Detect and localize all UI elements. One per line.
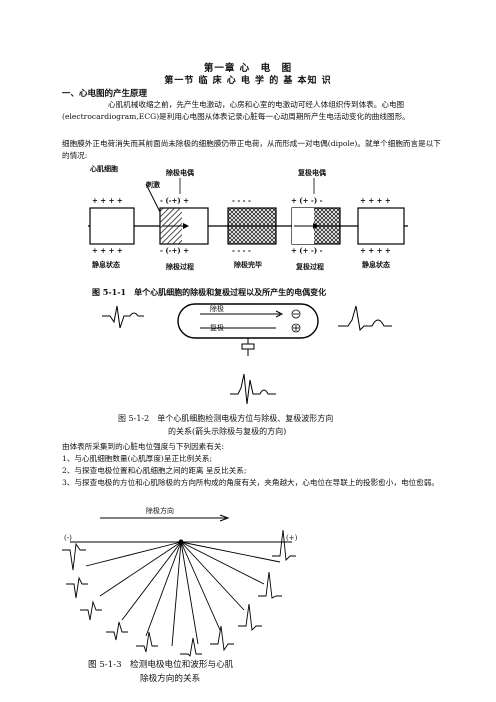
cell-rest [89,207,135,245]
chapter-title: 第一章 心 电 图 [203,63,293,74]
fig3-direction-label: 除极方向 [146,507,174,515]
figure-2-caption-2: 的关系(箭头示除极与复极的方向) [168,427,287,436]
paragraph-3: 由体表所采集到的心脏电位强度与下列因素有关: [62,442,225,451]
paragraph-1: 心肌机械收缩之前，先产生电激动，心房和心室的电激动可经人体组织传到体表。心电图(… [62,100,410,122]
figure-3-caption-2: 除极方向的关系 [140,674,201,684]
fig3-neg-label: (-) [64,534,72,542]
fig1-label-depol-dipole: 除极电偶 [166,168,194,177]
list-item-2: 2、与探查电极位置和心肌细胞之间的距离 呈反比关系; [62,466,247,475]
waveform-left [102,305,144,329]
fig1-label-repol-dipole: 复极电偶 [298,168,326,177]
fig3-pos-label: (+) [286,534,298,542]
waveform-right [338,305,392,332]
fig1-charges-top-4: + (+ -) - [291,196,323,205]
fig1-charges-bottom-4: + (+ -) - [291,246,323,255]
waveform-set [62,529,296,657]
list-item-1: 1、与心肌细胞数量(心肌厚度)呈正比例关系; [62,454,213,463]
figure-5-1-1: 心肌细胞 刺激 除极电偶 复极电偶 + + + + - (-+) + - - -… [88,164,408,294]
figure-5-1-3: 除极方向 (-) (+) [60,504,310,664]
fig1-state-depolarizing: 除极过程 [166,262,194,271]
subsection-title: 一、心电图的产生原理 [62,89,148,99]
fig2-label-depol: 除极 [210,305,224,313]
bottom-electrode [241,343,255,350]
fig1-label-stimulus: 刺激 [146,180,160,189]
paragraph-2: 细胞膜外正电荷消失而其前面尚未除极的细胞膜仍带正电荷，从而形成一对电偶(dipo… [62,139,441,161]
list-item-3: 3、与探查电极的方位和心肌除极的方向所构成的角度有关，夹角越大，心电位在导联上的… [62,478,439,487]
fig2-label-repol: 复极 [210,324,224,332]
fig1-charges-bottom-2: - (-+) + [160,246,190,255]
cell-depolarized [227,207,277,245]
fig1-charges-bottom-5: + + + + [360,246,391,255]
fig1-charges-bottom-1: + + + + [92,246,123,255]
radiating-lines [85,541,281,647]
section-title: 第一节 临 床 心 电 学 的 基 本知 识 [164,76,332,86]
figure-1-diagram [88,178,408,245]
fig1-state-depolarized: 除极完毕 [234,260,262,269]
fig1-charges-top-1: + + + + [92,196,123,205]
waveform-bottom [230,373,276,405]
figure-2-diagram [102,303,392,405]
figure-2-caption-1: 图 5-1-2 单个心肌细胞检测电极方位与除极、复极波形方向 [118,414,334,423]
fig1-state-rest-2: 静息状态 [362,260,390,269]
fig1-charges-top-3: - - - - [232,196,251,205]
fig1-label-cell: 心肌细胞 [90,164,118,173]
fig1-charges-top-5: + + + + [360,196,391,205]
figure-5-1-2: 除极 复极 [100,300,400,410]
fig1-state-rest: 静息状态 [92,260,120,269]
figure-1-caption: 图 5-1-1 单个心肌细胞的除极和复极过程以及所产生的电偶变化 [92,287,327,297]
fig1-charges-bottom-3: - - - - [232,246,251,255]
cell-rest-2 [357,207,405,245]
figure-3-caption-1: 图 5-1-3 检测电极电位和波形与心肌 [88,660,234,670]
cell-capsule [177,303,319,339]
figure-3-diagram [62,514,296,657]
fig1-charges-top-2: - (-+) + [160,196,190,205]
fig1-state-repolarizing: 复极过程 [296,262,324,271]
